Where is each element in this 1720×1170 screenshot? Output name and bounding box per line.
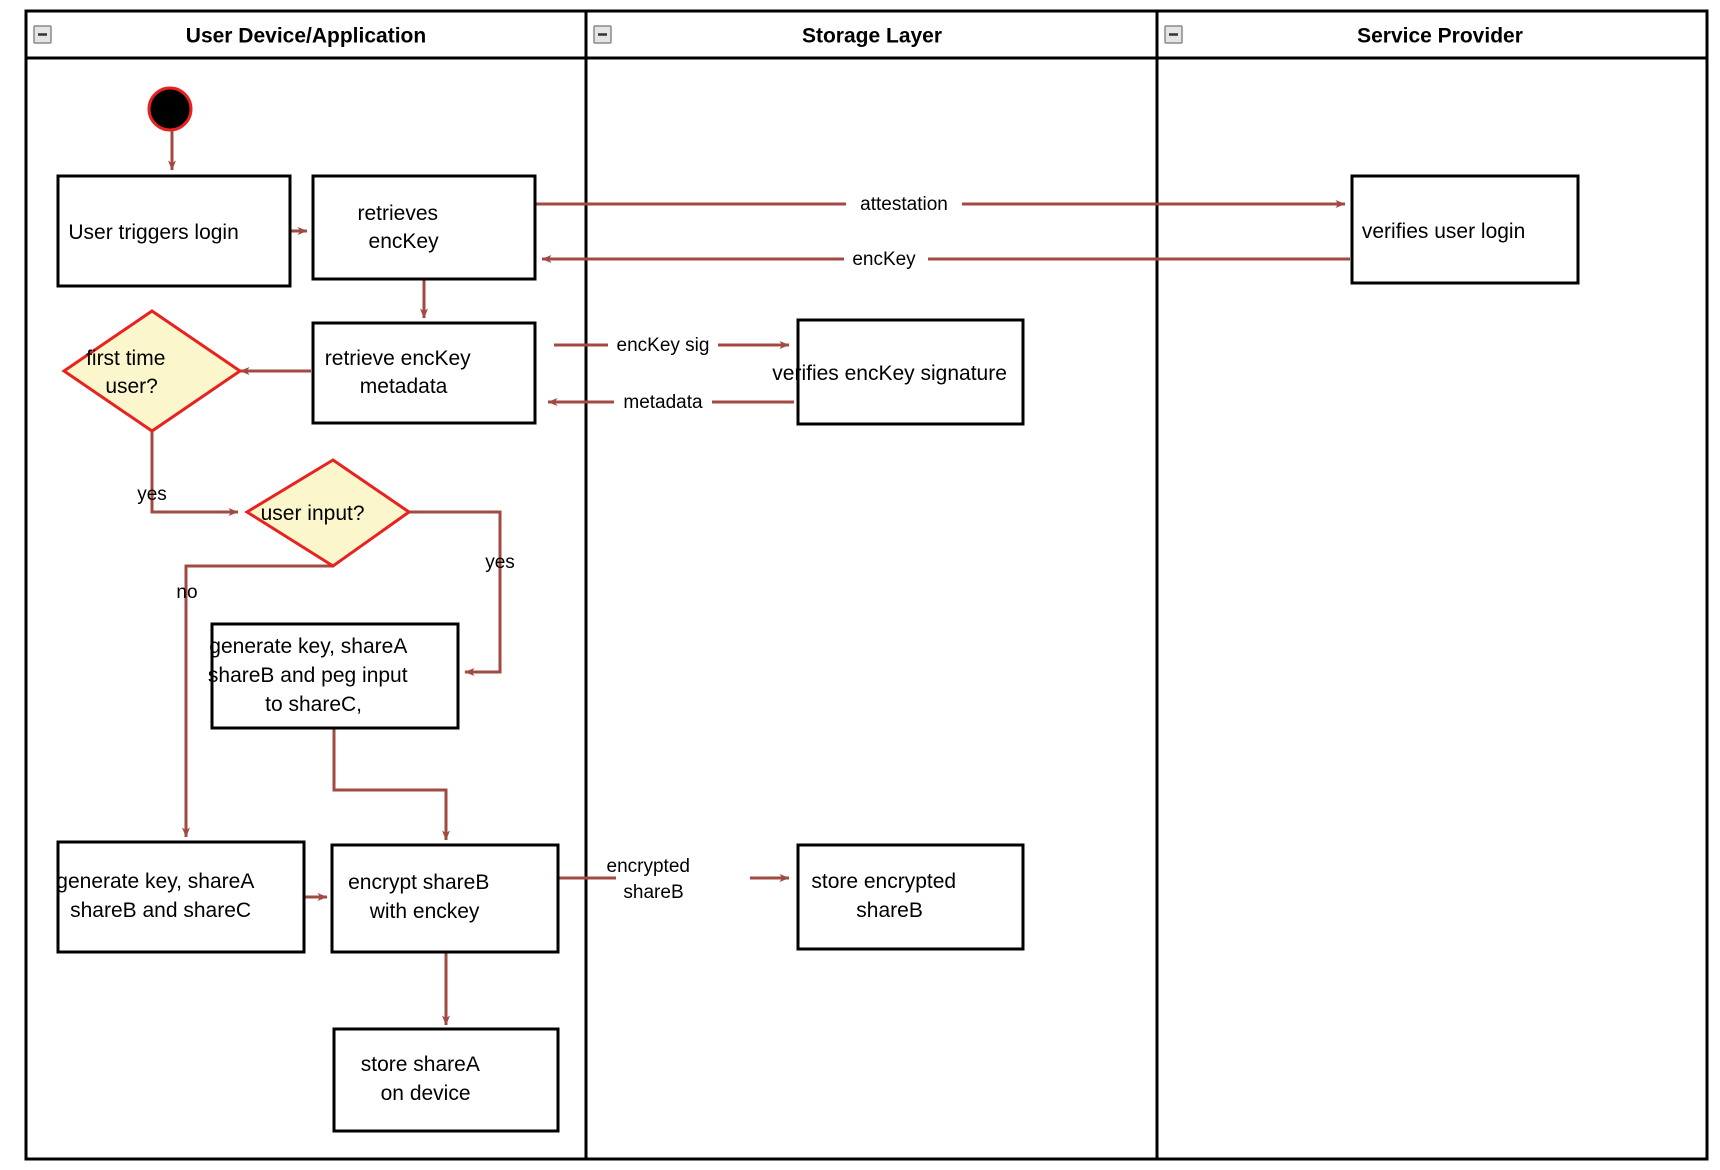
node-store-sharea[interactable]: store shareA on device bbox=[332, 1027, 560, 1133]
node-label: user input? bbox=[261, 502, 406, 525]
node-encrypt-shareb[interactable]: encrypt shareB with enckey bbox=[330, 843, 560, 954]
node-label: verifies user login bbox=[1362, 220, 1566, 243]
initial-node[interactable] bbox=[147, 86, 193, 132]
swimlane-frame bbox=[24, 9, 1709, 1161]
node-box bbox=[332, 1027, 560, 1133]
node-box bbox=[796, 318, 1025, 426]
node-user-input[interactable]: user input? bbox=[244, 458, 412, 568]
label-backing bbox=[608, 332, 718, 358]
edge-peg-to-encrypt bbox=[332, 728, 450, 841]
diagram-outer-border bbox=[24, 9, 1709, 1161]
node-box bbox=[311, 321, 537, 425]
edge-userinput-yes bbox=[409, 510, 502, 676]
label-backing bbox=[614, 389, 712, 415]
edge-label-userinput-yes: yes bbox=[485, 552, 515, 573]
start-node-circle bbox=[147, 86, 193, 132]
node-box bbox=[330, 843, 560, 954]
node-box bbox=[311, 174, 537, 281]
node-retrieve-enckey-metadata[interactable]: retrieve encKey metadata bbox=[311, 321, 537, 425]
edge-label-firsttime-yes: yes bbox=[137, 484, 167, 505]
node-retrieves-enckey[interactable]: retrieves encKey bbox=[311, 174, 537, 281]
edge-label-enckey-sig: encKey sig bbox=[617, 335, 710, 356]
node-verifies-enckey-signature[interactable]: verifies encKey signature bbox=[772, 318, 1047, 426]
node-first-time-user[interactable]: first time user? bbox=[61, 309, 243, 433]
node-box bbox=[210, 622, 460, 730]
lane-header-storage-layer[interactable]: Storage Layer bbox=[593, 25, 942, 48]
node-label: retrieve encKey metadata bbox=[325, 347, 523, 398]
decision-diamond bbox=[244, 458, 412, 568]
node-label: generate key, shareA shareB and shareC bbox=[56, 870, 305, 922]
node-store-encrypted-shareb[interactable]: store encrypted shareB bbox=[796, 843, 1025, 951]
edge-label-attestation: attestation bbox=[860, 194, 948, 215]
node-generate-peg[interactable]: generate key, shareA shareB and peg inpu… bbox=[208, 622, 460, 730]
node-box bbox=[1350, 174, 1580, 285]
label-backing bbox=[844, 246, 928, 272]
edge-label-enckey: encKey bbox=[852, 249, 916, 270]
node-label: store encrypted shareB bbox=[811, 870, 1008, 922]
node-label: first time user? bbox=[86, 347, 218, 398]
node-box bbox=[796, 843, 1025, 951]
lane-title-storage-layer: Storage Layer bbox=[802, 25, 942, 48]
minus-box-icon[interactable] bbox=[593, 25, 612, 44]
edge-label-encrypted-shareb: encrypted shareB bbox=[607, 856, 738, 903]
node-label: generate key, shareA shareB and peg inpu… bbox=[208, 635, 460, 716]
edge-userinput-no bbox=[182, 564, 333, 838]
node-label: verifies encKey signature bbox=[772, 362, 1047, 385]
edge-label-layer: attestation encKey encKey sig metadata y… bbox=[137, 191, 962, 907]
node-generate-abc[interactable]: generate key, shareA shareB and shareC bbox=[56, 840, 306, 954]
lane-header-service-provider[interactable]: Service Provider bbox=[1164, 25, 1523, 48]
node-verifies-user-login[interactable]: verifies user login bbox=[1350, 174, 1580, 285]
label-backing bbox=[616, 851, 750, 907]
node-box bbox=[56, 174, 292, 288]
edge-label-metadata: metadata bbox=[623, 392, 703, 413]
decision-diamond bbox=[61, 309, 243, 433]
edge-firsttime-yes bbox=[150, 411, 239, 516]
lane-header-user-device[interactable]: User Device/Application bbox=[33, 25, 426, 48]
node-label: store shareA on device bbox=[361, 1053, 531, 1105]
node-user-triggers-login[interactable]: User triggers login bbox=[56, 174, 292, 288]
lane-title-service-provider: Service Provider bbox=[1357, 25, 1523, 48]
node-label: encrypt shareB with enckey bbox=[348, 871, 542, 923]
edge-label-userinput-no: no bbox=[176, 582, 197, 603]
minus-box-icon[interactable] bbox=[1164, 25, 1183, 44]
node-box bbox=[56, 840, 306, 954]
node-label: retrieves encKey bbox=[357, 202, 490, 253]
node-label: User triggers login bbox=[68, 221, 279, 244]
lane-title-user-device: User Device/Application bbox=[186, 25, 426, 48]
label-backing bbox=[846, 191, 962, 217]
minus-box-icon[interactable] bbox=[33, 25, 52, 44]
